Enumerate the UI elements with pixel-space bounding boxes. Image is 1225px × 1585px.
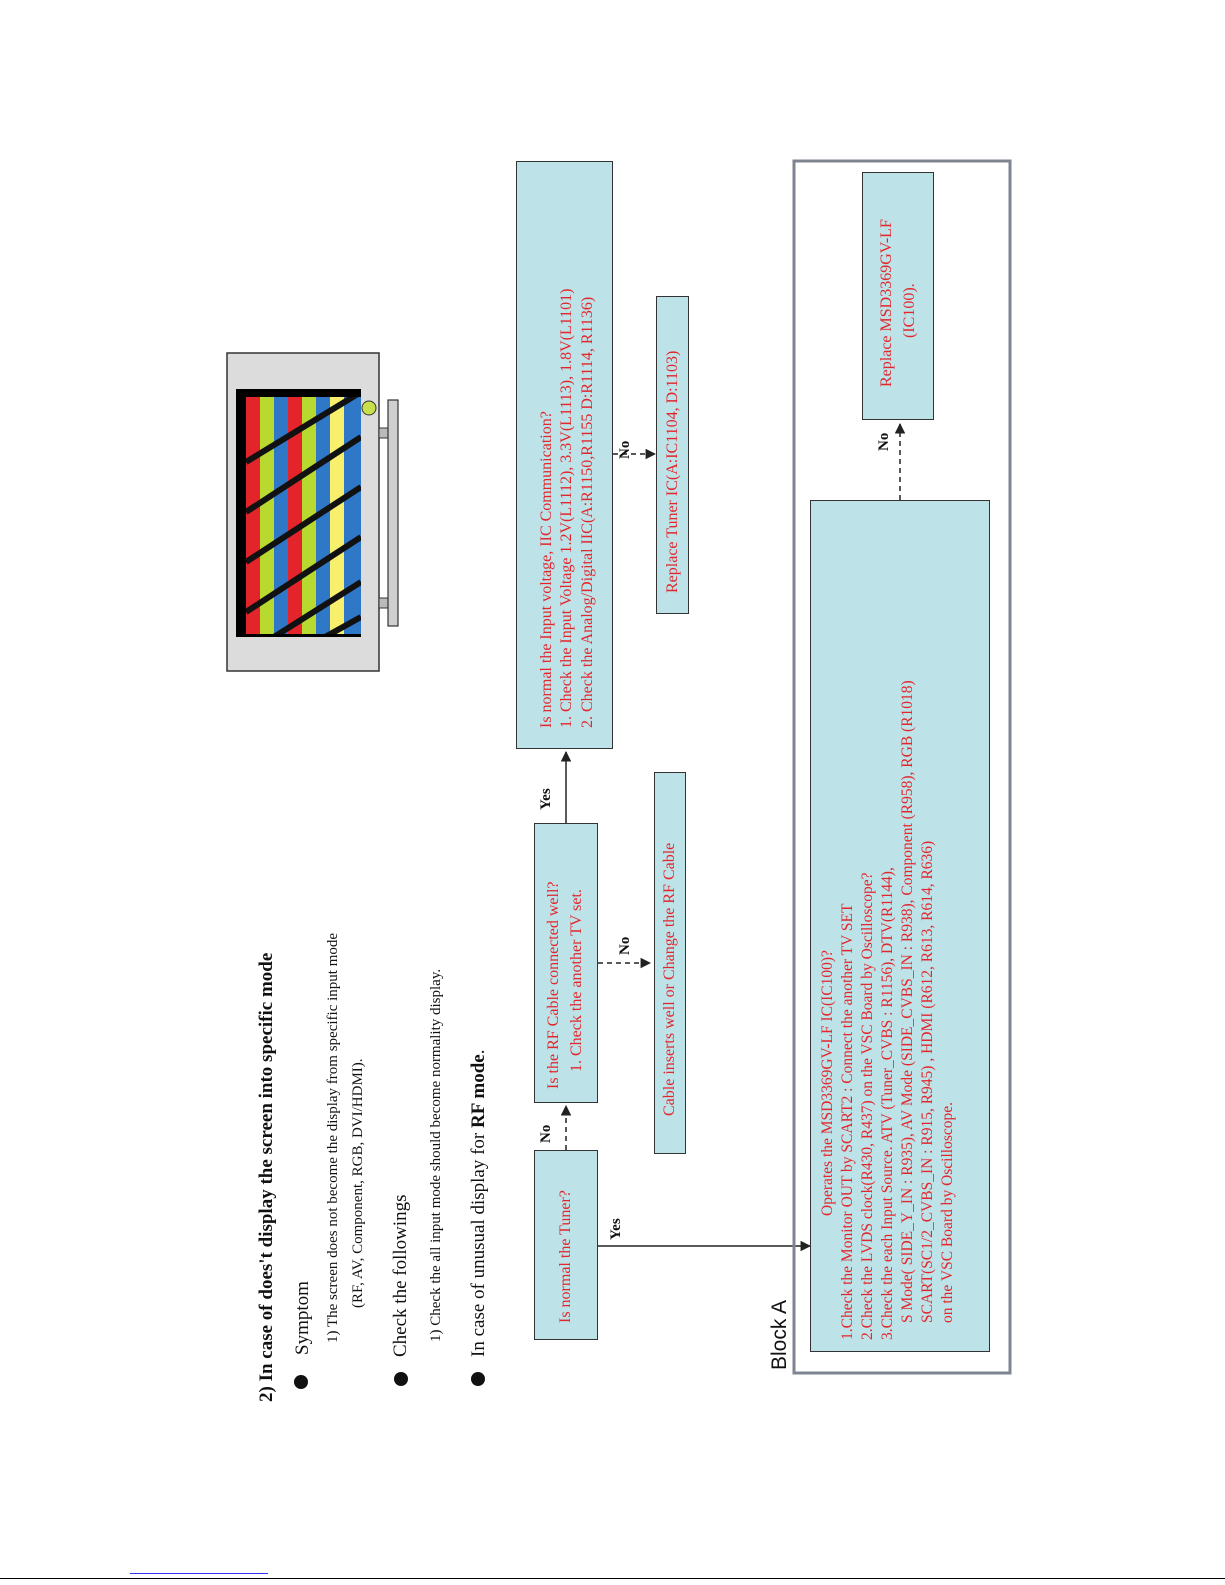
bullet-icon xyxy=(394,1372,408,1386)
msd-line-6: on the VSC Board by Oscilloscope. xyxy=(939,1101,956,1323)
replace-msd-box: Replace MSD3369GV-LF (IC100). xyxy=(862,172,934,420)
replace-msd-line-2: (IC100). xyxy=(901,283,918,338)
msd-line-2: 2.Check the LVDS clock(R430, R437) on th… xyxy=(859,872,876,1340)
msd-line-0: Operates the MSD3369GV-LF IC(IC100)? xyxy=(819,950,836,1216)
input-voltage-line-1: Is normal the Input voltage, IIC Communi… xyxy=(538,411,555,728)
msd-line-3: 3.Check the each Input Source. ATV (Tune… xyxy=(879,867,896,1340)
label-no-4: No xyxy=(876,432,892,451)
input-voltage-line-3: 2. Check the Analog/Digital IIC(A:R1150,… xyxy=(579,296,596,728)
replace-msd-line-1: Replace MSD3369GV-LF xyxy=(878,219,895,387)
replace-tuner-box: Replace Tuner IC(A:IC1104, D:1103) xyxy=(656,296,689,614)
label-yes-2: Yes xyxy=(538,788,554,810)
input-voltage-question-box: Is normal the Input voltage, IIC Communi… xyxy=(516,161,613,749)
cable-action-text: Cable inserts well or Change the RF Cabl… xyxy=(661,842,678,1116)
bullet-icon xyxy=(294,1375,308,1389)
rf-cable-question-line-2: 1. Check the another TV set. xyxy=(568,889,585,1072)
footer-link-underline xyxy=(130,1573,268,1574)
rf-cable-question-line-1: Is the RF Cable connected well? xyxy=(545,881,562,1090)
label-yes-1: Yes xyxy=(608,1218,624,1240)
msd-line-5: SCART(SC1/2_CVBS_IN : R915, R945) , HDMI… xyxy=(919,840,936,1323)
label-no-1: No xyxy=(538,1124,554,1143)
replace-tuner-text: Replace Tuner IC(A:IC1104, D:1103) xyxy=(664,350,681,593)
msd-line-1: 1.Check the Monitor OUT by SCART2 : Conn… xyxy=(839,903,856,1340)
label-no-3: No xyxy=(617,440,633,459)
tuner-question-box: Is normal the Tuner? xyxy=(534,1150,598,1340)
input-voltage-line-2: 1. Check the Input Voltage 1.2V(L1112), … xyxy=(558,288,575,728)
bullet-icon xyxy=(471,1372,485,1386)
msd-line-4: S Mode( SIDE_Y_IN : R935), AV Mode (SIDE… xyxy=(899,680,916,1323)
cable-action-box: Cable inserts well or Change the RF Cabl… xyxy=(654,772,686,1154)
label-no-2: No xyxy=(617,936,633,955)
rf-cable-question-box: Is the RF Cable connected well? 1. Check… xyxy=(534,823,598,1103)
tuner-question-text: Is normal the Tuner? xyxy=(557,1190,574,1323)
block-a-frame xyxy=(792,159,1012,1375)
msd-operation-box: Operates the MSD3369GV-LF IC(IC100)? 1.C… xyxy=(810,500,990,1352)
footer-rule xyxy=(0,1578,1225,1579)
tv-illustration-icon xyxy=(226,352,399,672)
